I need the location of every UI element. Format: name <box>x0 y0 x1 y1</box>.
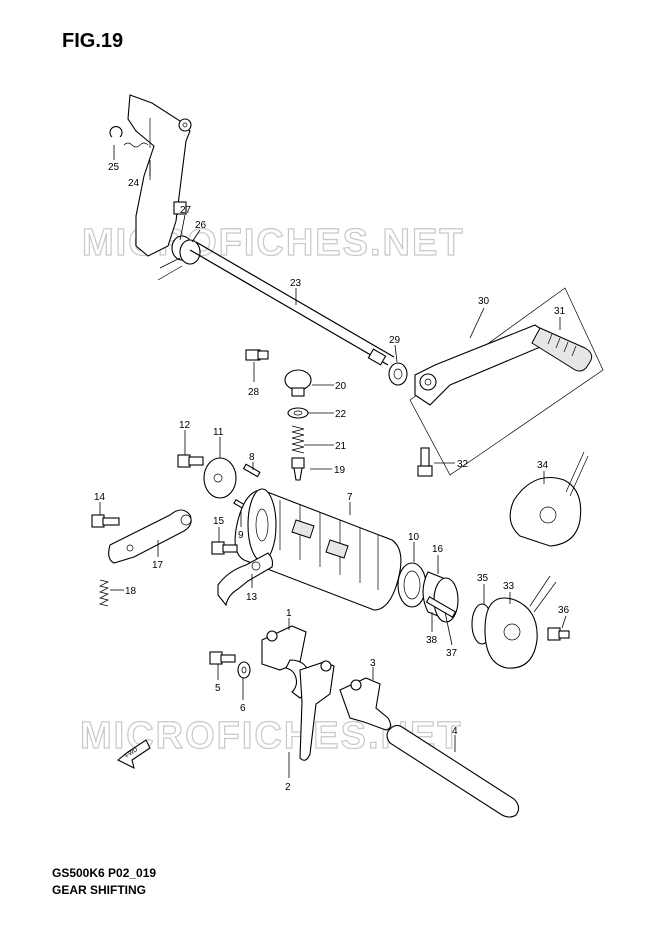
washer-6 <box>237 661 251 679</box>
callout-13: 13 <box>246 592 258 603</box>
spring-18 <box>98 579 110 607</box>
callout-33: 33 <box>503 581 515 592</box>
leader-lines <box>99 145 567 778</box>
gear-shift-lever <box>414 324 593 406</box>
callout-4: 4 <box>452 726 458 737</box>
callout-36: 36 <box>558 605 570 616</box>
callout-31: 31 <box>554 306 566 317</box>
bolt-5 <box>209 651 236 665</box>
callout-17: 17 <box>152 560 164 571</box>
washer-22 <box>287 407 309 419</box>
bolt-12 <box>177 454 204 468</box>
gear-shift-cam <box>234 488 402 611</box>
callout-7: 7 <box>347 492 353 503</box>
pin-8 <box>242 463 261 478</box>
bolt-28 <box>245 349 269 361</box>
callout-22: 22 <box>335 409 347 420</box>
callout-32: 32 <box>457 459 469 470</box>
callout-21: 21 <box>335 441 347 452</box>
bolt-32 <box>417 447 433 477</box>
callout-29: 29 <box>389 335 401 346</box>
callout-1: 1 <box>286 608 292 619</box>
shift-shaft-spring <box>157 235 201 281</box>
callout-18: 18 <box>125 586 137 597</box>
callout-2: 2 <box>285 782 291 793</box>
callout-19: 19 <box>334 465 346 476</box>
cam-plate-11 <box>203 457 237 499</box>
callout-30: 30 <box>478 296 490 307</box>
gear-shift-shaft <box>189 241 395 366</box>
bearing-10 <box>397 562 427 608</box>
callout-9: 9 <box>238 530 244 541</box>
callout-24: 24 <box>128 178 140 189</box>
callout-15: 15 <box>213 516 225 527</box>
callout-20: 20 <box>335 381 347 392</box>
callout-10: 10 <box>408 532 420 543</box>
section-name: GEAR SHIFTING <box>52 883 147 897</box>
callout-26: 26 <box>195 220 207 231</box>
stopper-19 <box>291 457 305 481</box>
callout-25: 25 <box>108 162 120 173</box>
callout-12: 12 <box>179 420 191 431</box>
shift-fork-3 <box>339 677 392 731</box>
spring-21 <box>291 425 305 454</box>
callout-37: 37 <box>446 648 458 659</box>
callout-34: 34 <box>537 460 549 471</box>
bolt-14 <box>91 514 120 528</box>
callout-38: 38 <box>426 635 438 646</box>
callout-5: 5 <box>215 683 221 694</box>
bolt-36 <box>547 627 570 641</box>
callout-14: 14 <box>94 492 106 503</box>
callout-28: 28 <box>248 387 260 398</box>
callout-8: 8 <box>249 452 255 463</box>
cover-34 <box>509 451 589 547</box>
callout-27: 27 <box>180 205 192 216</box>
model-code: GS500K6 P02_019 <box>52 866 157 880</box>
callout-6: 6 <box>240 703 246 714</box>
pin-38 <box>425 596 457 618</box>
oil-seal-29 <box>388 362 408 386</box>
gear-position-switch-33 <box>484 575 557 669</box>
callout-11: 11 <box>213 427 224 438</box>
shift-fork-2 <box>299 660 335 761</box>
callout-23: 23 <box>290 278 302 289</box>
callout-35: 35 <box>477 573 489 584</box>
plate-13 <box>217 552 274 607</box>
fork-shaft-4 <box>386 724 520 818</box>
cam-stopper-arm-17 <box>108 509 192 564</box>
callout-3: 3 <box>370 658 376 669</box>
plug-20 <box>284 369 312 397</box>
figure-title: FIG.19 <box>62 30 124 52</box>
callout-16: 16 <box>432 544 444 555</box>
bolt-15 <box>211 541 238 555</box>
shift-lever-box <box>409 287 604 476</box>
